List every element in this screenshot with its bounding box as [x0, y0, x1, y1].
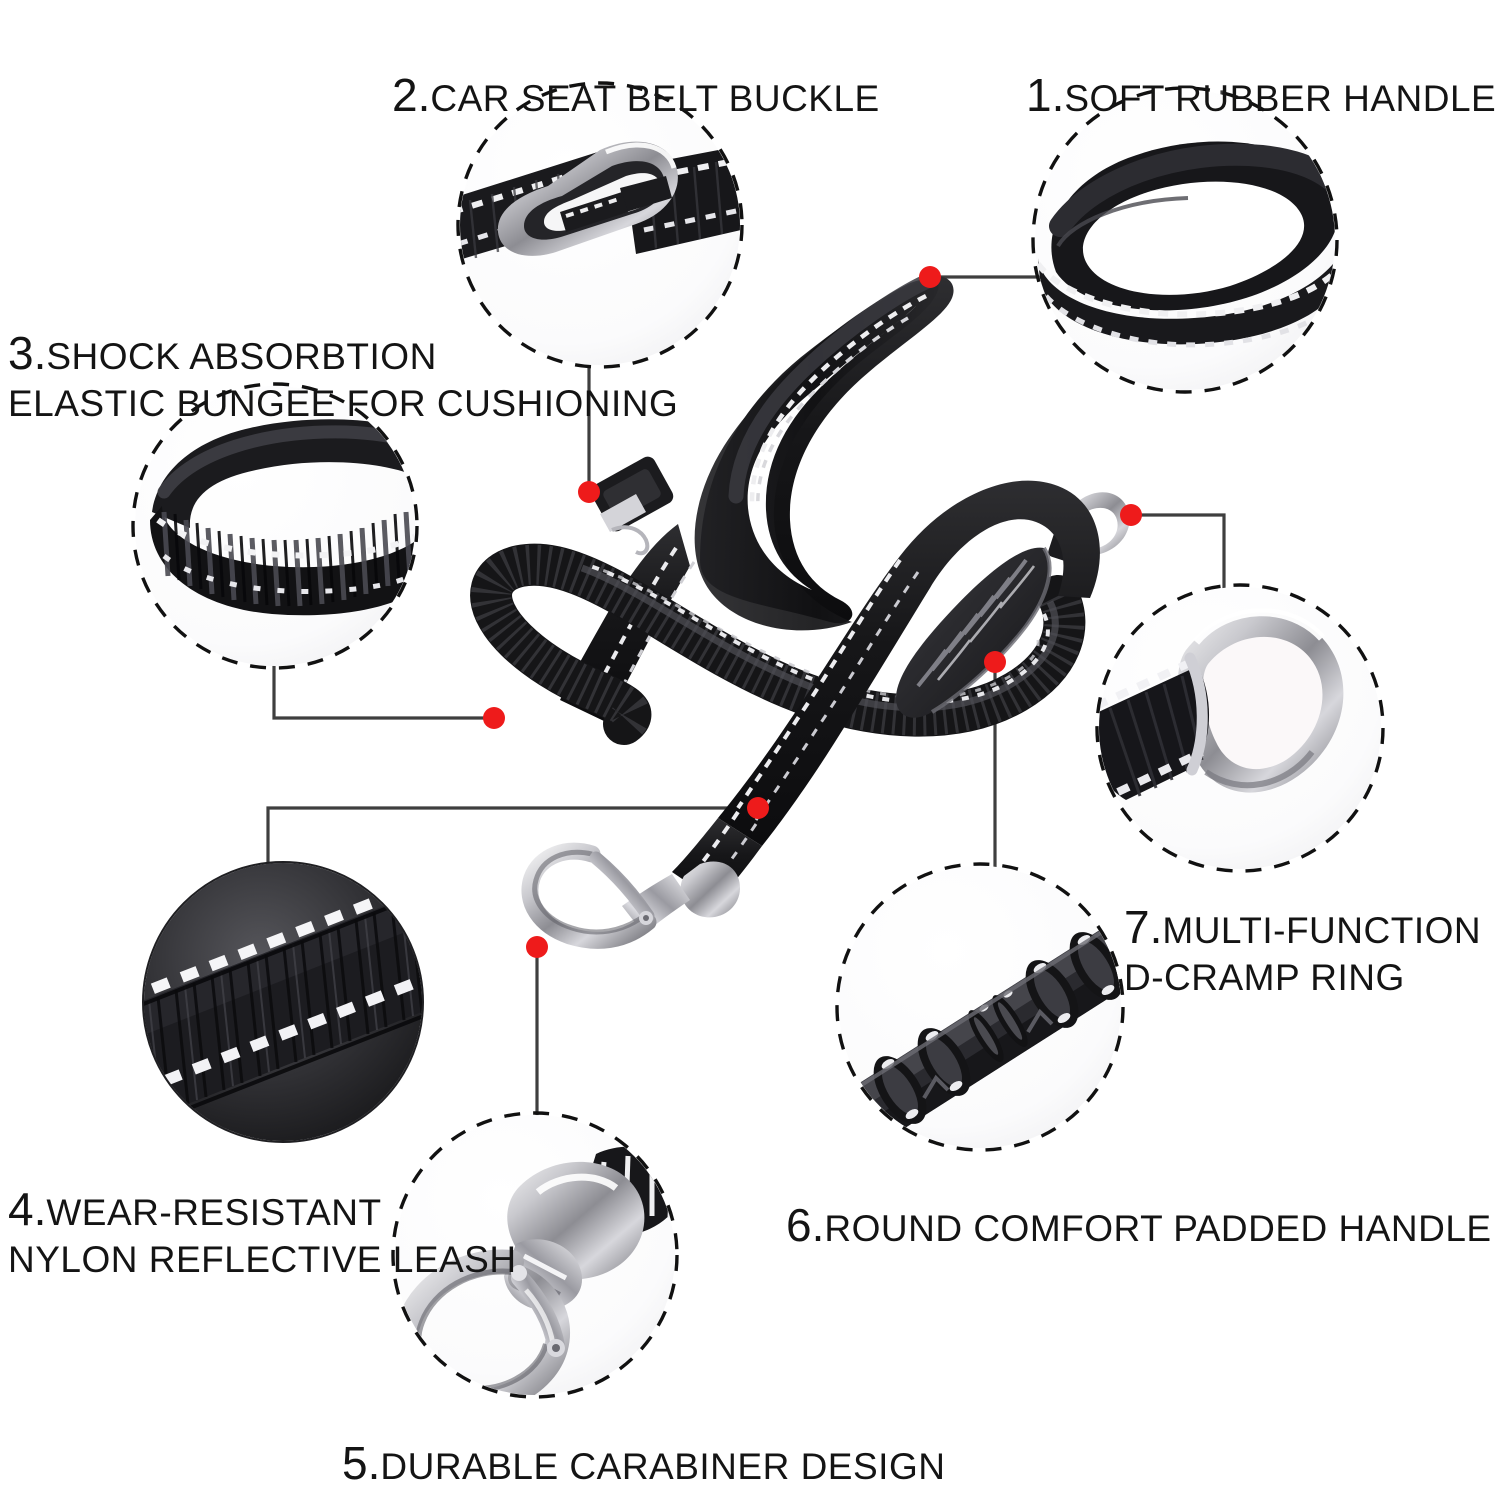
label-number-1: 1.	[1026, 69, 1065, 122]
label-text-1: SOFT RUBBER HANDLE	[1064, 78, 1497, 120]
leash-comfort-grip	[718, 480, 1100, 846]
pointer-dot-6[interactable]	[984, 651, 1006, 673]
label-text-3-line2: ELASTIC BUNGEE FOR CUSHIONING	[8, 383, 679, 425]
pointer-dot-1[interactable]	[919, 266, 941, 288]
leash-carabiner	[521, 842, 740, 949]
leash-buckle-hardware	[590, 456, 674, 556]
label-number-5: 5.	[342, 1437, 381, 1490]
label-number-2: 2.	[392, 69, 431, 122]
label-text-4-line1: WEAR-RESISTANT	[46, 1192, 382, 1234]
label-wear-resistant-nylon-leash: 4.WEAR-RESISTANT NYLON REFLECTIVE LEASH	[8, 1136, 517, 1282]
callout-7-d-ring	[1095, 583, 1385, 873]
label-shock-absorption-bungee: 3.SHOCK ABSORBTION ELASTIC BUNGEE FOR CUS…	[8, 280, 678, 426]
leash-d-ring	[1048, 492, 1130, 567]
label-durable-carabiner-design: 5.DURABLE CARABINER DESIGN	[342, 1390, 945, 1491]
callout-1-handle-loop	[1031, 86, 1339, 394]
pointer-dot-4[interactable]	[747, 797, 769, 819]
label-text-6: ROUND COMFORT PADDED HANDLE	[824, 1208, 1492, 1250]
callout-6-padded-grip	[835, 862, 1125, 1152]
label-text-2: CAR SEAT BELT BUCKLE	[430, 78, 880, 120]
label-number-4: 4.	[8, 1183, 47, 1236]
callout-3-bungee	[131, 382, 419, 670]
callout-4-nylon-webbing	[142, 861, 424, 1143]
leash-lower-strap	[672, 810, 762, 902]
label-multi-function-d-cramp-ring: 7.MULTI-FUNCTION D-CRAMP RING	[1124, 854, 1481, 1000]
label-text-5: DURABLE CARABINER DESIGN	[380, 1446, 946, 1488]
label-text-7-line2: D-CRAMP RING	[1124, 957, 1405, 999]
connector-line-4	[266, 806, 752, 868]
pointer-dots	[483, 266, 1142, 958]
label-car-seat-belt-buckle: 2.CAR SEAT BELT BUCKLE	[392, 22, 880, 123]
pointer-dot-7[interactable]	[1120, 504, 1142, 526]
label-soft-rubber-handle: 1.SOFT RUBBER HANDLE	[1026, 22, 1496, 123]
connector-line-3	[272, 663, 488, 720]
label-text-4-line2: NYLON REFLECTIVE LEASH	[8, 1239, 517, 1281]
pointer-dot-2[interactable]	[578, 481, 600, 503]
leash-handle-loop	[694, 272, 954, 631]
label-text-7-line1: MULTI-FUNCTION	[1162, 910, 1482, 952]
label-number-6: 6.	[786, 1199, 825, 1252]
label-number-7: 7.	[1124, 901, 1163, 954]
connector-line-7	[1139, 513, 1226, 590]
leash-upper-strap	[560, 524, 696, 722]
pointer-dot-5[interactable]	[526, 936, 548, 958]
label-number-3: 3.	[8, 327, 47, 380]
label-round-comfort-padded-handle: 6.ROUND COMFORT PADDED HANDLE	[786, 1152, 1492, 1253]
label-text-3-line1: SHOCK ABSORBTION	[46, 336, 437, 378]
connector-lines	[266, 90, 1226, 1117]
leash-bungee-section	[470, 543, 1086, 745]
pointer-dot-3[interactable]	[483, 707, 505, 729]
